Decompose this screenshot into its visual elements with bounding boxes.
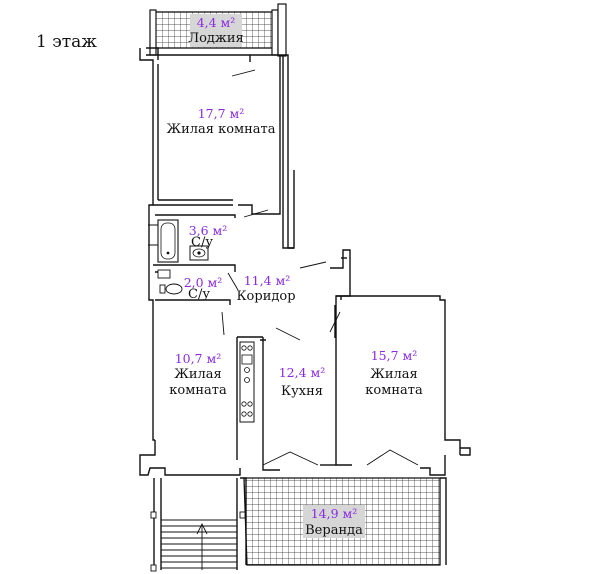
- corridor-area: 11,4 м²: [244, 273, 291, 288]
- kitchen-area: 12,4 м²: [279, 365, 326, 380]
- loggia: 4,4 м² Лоджия: [149, 3, 287, 57]
- bath2-name: С/у: [188, 287, 210, 302]
- living2-area: 10,7 м²: [175, 351, 222, 366]
- room-living1: 17,7 м² Жилая комната: [166, 106, 275, 137]
- veranda-name: Веранда: [305, 523, 363, 538]
- room-living3: 15,7 м² Жилая комната: [365, 348, 423, 398]
- veranda-area: 14,9 м²: [311, 506, 358, 521]
- bath2-area: 2,0 м²: [184, 275, 223, 290]
- living3-name-line1: Жилая: [370, 367, 417, 382]
- loggia-area: 4,4 м²: [197, 15, 236, 30]
- bath1-area: 3,6 м²: [189, 223, 228, 238]
- bathtub: [157, 219, 179, 263]
- room-bath2: 2,0 м² С/у: [184, 275, 223, 302]
- room-bath1: 3,6 м² С/у: [189, 223, 228, 250]
- room-kitchen: 12,4 м² Кухня: [279, 365, 326, 399]
- room-living2: 10,7 м² Жилая комната: [169, 351, 227, 398]
- room-corridor: 11,4 м² Коридор: [236, 273, 295, 304]
- loggia-name: Лоджия: [188, 31, 244, 46]
- washbasin: [189, 245, 209, 261]
- sink-small: [157, 269, 171, 279]
- living2-name-line2: комната: [169, 383, 227, 398]
- living1-name: Жилая комната: [166, 122, 275, 137]
- living3-name-line2: комната: [365, 383, 423, 398]
- corridor-name: Коридор: [236, 289, 295, 304]
- living1-area: 17,7 м²: [198, 106, 245, 121]
- veranda: 14,9 м² Веранда: [240, 477, 447, 566]
- kitchen-name: Кухня: [281, 384, 323, 399]
- floor-label: 1 этаж: [36, 32, 97, 52]
- toilet: [159, 283, 183, 295]
- entrance-stairs: [150, 478, 246, 572]
- walls: [139, 47, 471, 476]
- bath1-name: С/у: [191, 235, 213, 250]
- living3-area: 15,7 м²: [371, 348, 418, 363]
- kitchen-stove: [239, 341, 255, 423]
- living2-name-line1: Жилая: [174, 367, 221, 382]
